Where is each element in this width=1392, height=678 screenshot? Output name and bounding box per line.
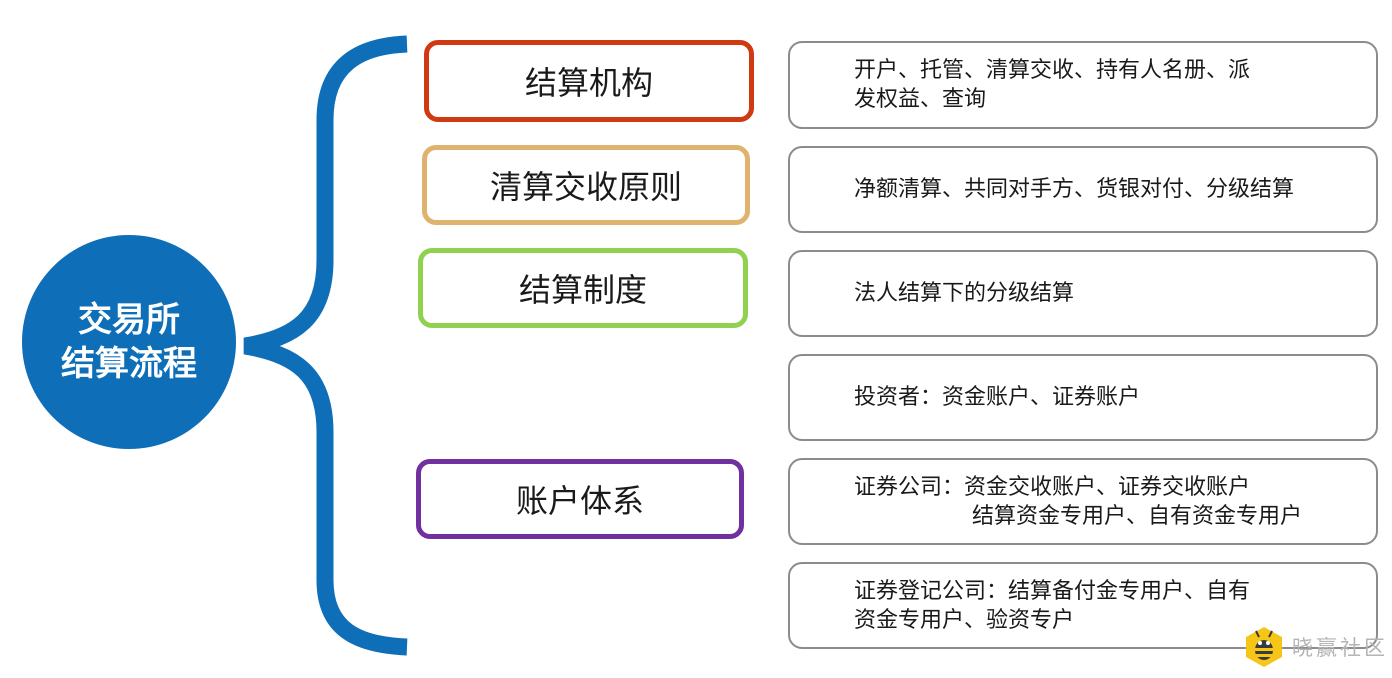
detail-line: 开户、托管、清算交收、持有人名册、派 [854, 58, 1251, 83]
category-label: 结算制度 [518, 271, 647, 309]
detail-box-broker-accounts: 证券公司：资金交收账户、证券交收账户 结算资金专用户、自有资金专用户 [788, 458, 1378, 545]
root-title-line1: 交易所 [78, 300, 180, 340]
category-account-system: 账户体系 [416, 459, 744, 539]
category-settlement-system: 结算制度 [418, 248, 748, 328]
detail-box-clearing-principle: 净额清算、共同对手方、货银对付、分级结算 [788, 146, 1378, 233]
category-label: 账户体系 [515, 482, 644, 520]
detail-line: 资金专用户、验资专户 [854, 607, 1075, 633]
watermark-text: 晓赢社区 [1292, 636, 1388, 660]
root-title-line2: 结算流程 [61, 344, 197, 384]
category-clearing-principle: 清算交收原则 [422, 145, 750, 225]
detail-box-settlement-system: 法人结算下的分级结算 [788, 250, 1378, 337]
detail-box-investor-accounts: 投资者：资金账户、证券账户 [788, 354, 1378, 441]
category-label: 结算机构 [524, 64, 653, 102]
detail-line: 投资者：资金账户、证券账户 [854, 385, 1141, 410]
detail-line: 证券公司：资金交收账户、证券交收账户 [854, 474, 1251, 500]
watermark: 晓赢社区 [1242, 624, 1388, 670]
detail-line: 发权益、查询 [854, 87, 987, 112]
detail-line: 结算资金专用户、自有资金专用户 [972, 503, 1303, 529]
category-label: 清算交收原则 [489, 168, 682, 206]
detail-line: 证券登记公司：结算备付金专用户、自有 [854, 578, 1251, 604]
root-node: 交易所 结算流程 [22, 235, 236, 449]
detail-line: 法人结算下的分级结算 [854, 281, 1075, 306]
detail-line: 净额清算、共同对手方、货银对付、分级结算 [854, 177, 1295, 202]
bee-logo-icon [1246, 627, 1282, 667]
detail-box-clearing-institution: 开户、托管、清算交收、持有人名册、派 发权益、查询 [788, 41, 1378, 129]
detail-box-registry-accounts: 证券登记公司：结算备付金专用户、自有 资金专用户、验资专户 [788, 562, 1378, 649]
category-clearing-institution: 结算机构 [424, 40, 754, 122]
